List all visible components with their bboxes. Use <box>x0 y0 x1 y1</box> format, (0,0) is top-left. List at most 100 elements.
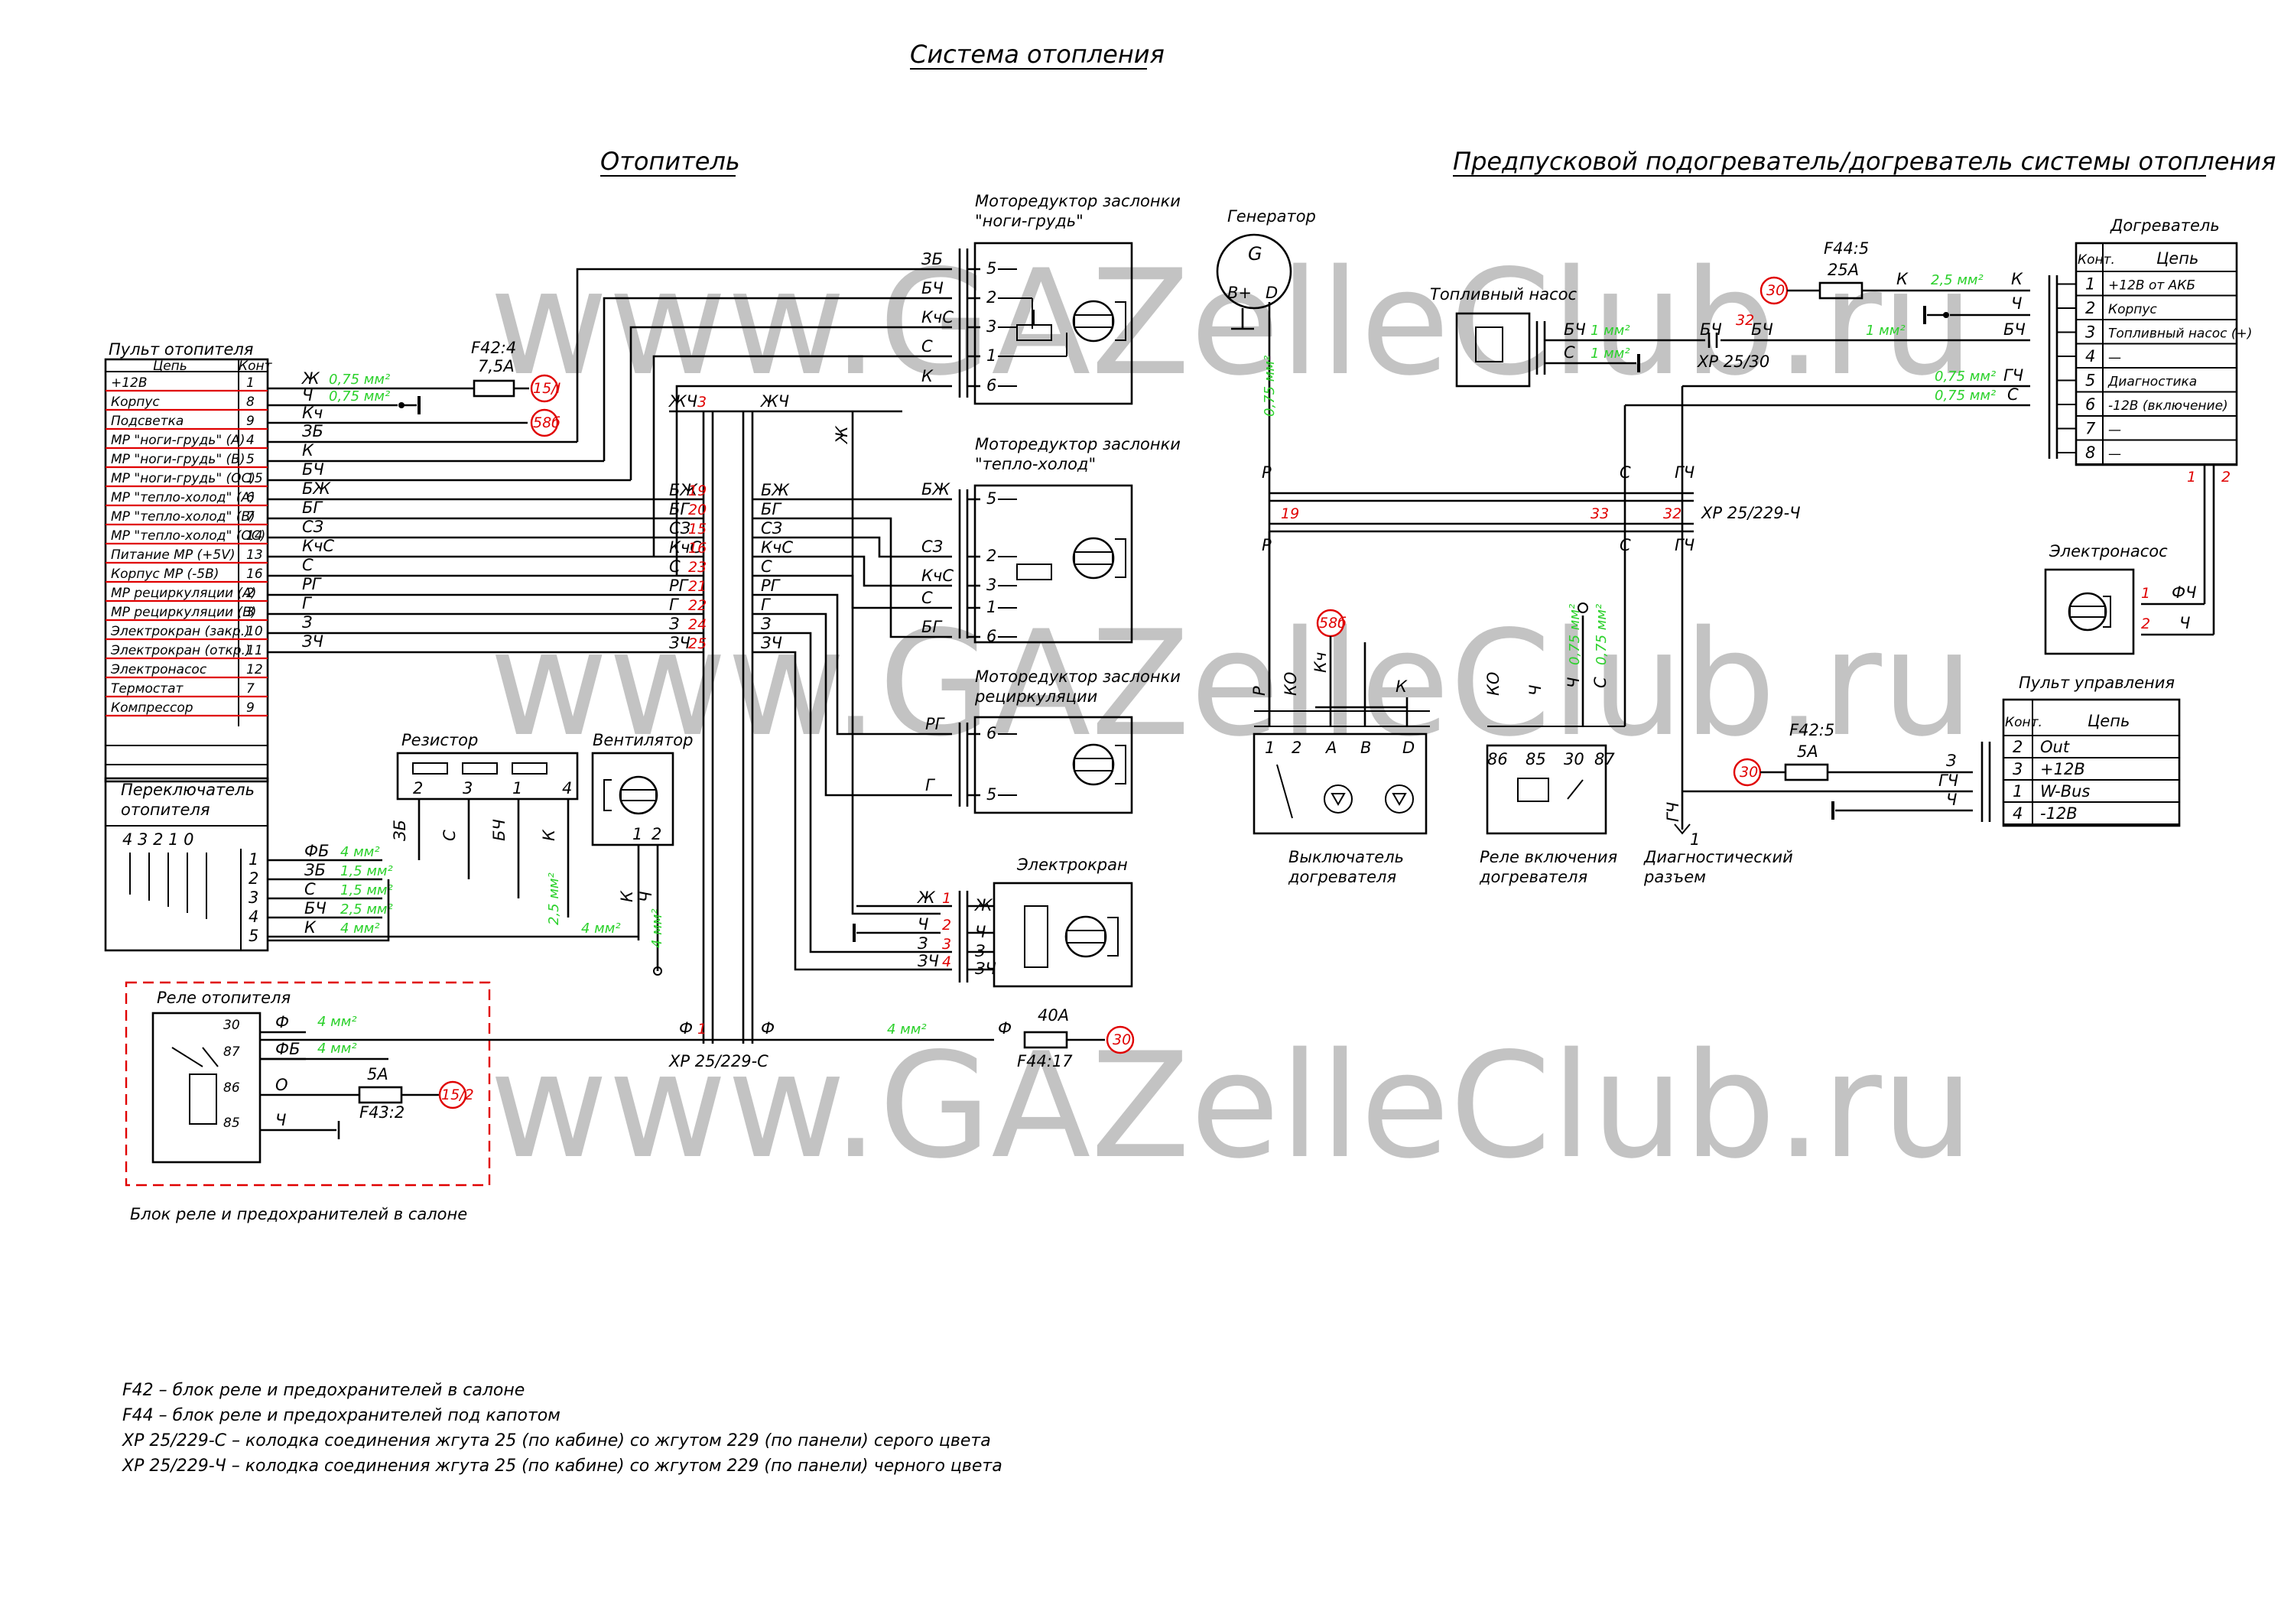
relay2-size-1: 0,75 мм² <box>1567 604 1583 665</box>
cp-row-label: МР "тепло-холод" (А) <box>111 490 255 505</box>
term-15-1: 15/I <box>533 380 561 397</box>
sw-wire-r: Р <box>1250 686 1269 696</box>
sw-wire-k: К <box>1396 677 1408 696</box>
trunk-right-label: СЗ <box>761 519 782 538</box>
main-feed-wire-left: Ф <box>679 1019 693 1038</box>
resistor-pin: 3 <box>463 779 473 797</box>
cu-row-pin: 1 <box>2013 782 2023 801</box>
wire-k: К <box>302 441 314 460</box>
cp-row-pin: 8 <box>246 395 255 410</box>
trunk-left-label: БЖ <box>669 481 698 499</box>
dog-wire-k2: К <box>2011 270 2023 288</box>
cp-row-pin: 9 <box>246 414 255 429</box>
fan-pin: 1 <box>632 825 642 843</box>
cp-row-pin: 9 <box>246 700 255 716</box>
xp-ch-wire-gch-bottom: ГЧ <box>1675 536 1695 554</box>
epump-wire-ch: Ч <box>2179 614 2190 632</box>
cp-row-pin: 4 <box>246 433 255 448</box>
relay-fuse-rating: 5А <box>367 1065 388 1083</box>
valve-pin-left: 2 <box>942 917 951 934</box>
motor1-subtitle: "ноги-грудь" <box>975 212 1084 230</box>
dog-row-pin: 8 <box>2085 443 2095 462</box>
trunk-pin: 21 <box>688 578 707 595</box>
dog-row-label: Корпус <box>2108 302 2157 317</box>
motor-pin: 6 <box>986 627 996 645</box>
relay-size-1: 4 мм² <box>317 1014 357 1030</box>
dog-row-pin: 7 <box>2085 420 2096 438</box>
watermark-2: www.GAZelleClub.ru <box>489 599 1974 768</box>
valve-wire: З <box>918 934 928 953</box>
sw-wire-kch: Кч <box>1311 652 1330 673</box>
trunk-left-label: З <box>669 615 679 633</box>
dog-row-label: +12В от АКБ <box>2108 278 2195 294</box>
control-panel-col-circuit: Цепь <box>153 359 187 374</box>
fuel-size-2: 1 мм² <box>1591 346 1630 362</box>
cu-wire-ch: Ч <box>1946 791 1957 809</box>
xp-ch-pin-33: 33 <box>1591 505 1609 522</box>
switch-wire-label: БЧ <box>304 899 327 918</box>
motor-wire-label: С <box>921 589 933 607</box>
xp-ch-wire-s-top: С <box>1620 463 1631 482</box>
cu-title: Пульт управления <box>2019 674 2175 692</box>
relay2-title-2: догревателя <box>1479 868 1587 886</box>
relay2-wire-ch: Ч <box>1526 685 1545 696</box>
valve-wire: Ж <box>916 888 936 907</box>
cp-row-pin: 16 <box>246 567 263 582</box>
motor2-subtitle: "тепло-холод" <box>975 455 1096 473</box>
diagnostic-connector: ГЧ 1 Диагностический разъем <box>1643 788 1793 886</box>
dog-wire-k: К <box>1896 270 1909 288</box>
relay2-size-2: 0,75 мм² <box>1594 604 1610 665</box>
resistor-size: 2,5 мм² <box>546 872 562 925</box>
cp-row-pin: 2 <box>246 586 255 601</box>
relay2-wire-ko: КО <box>1484 672 1503 696</box>
fuel-wire-bch: БЧ <box>1564 320 1586 339</box>
dog-title: Догреватель <box>2110 216 2220 235</box>
wire-kchs: КчС <box>302 537 334 555</box>
trunk-right-label: КчС <box>761 538 793 557</box>
control-panel-col-contact: Конт <box>239 359 273 374</box>
generator-size: 0,75 мм² <box>1262 356 1278 417</box>
relay-pin: 86 <box>223 1080 240 1096</box>
motor2-title: Моторедуктор заслонки <box>975 435 1181 453</box>
motor-wire-label: БЖ <box>921 480 950 499</box>
relay2-pin: 85 <box>1526 750 1546 768</box>
wire-rg: РГ <box>302 575 323 593</box>
cp-row-label: +12В <box>111 375 148 391</box>
cp-row-pin: 7 <box>246 509 255 525</box>
wire-z: З <box>302 613 312 632</box>
trunk-pin: 22 <box>688 597 707 614</box>
switch-pin: 5 <box>249 927 258 945</box>
section-heater-title: Отопитель <box>600 147 740 176</box>
cp-row-pin: 13 <box>246 547 263 563</box>
trunk-right-label: БГ <box>761 500 782 518</box>
trunk-label: ХР 25/229-С <box>668 1052 768 1070</box>
control-panel-title: Пульт отопителя <box>109 340 253 359</box>
motor-pin: 5 <box>986 489 996 508</box>
diag-title-1: Диагностический <box>1643 848 1793 866</box>
page-title: Система отопления <box>910 40 1165 69</box>
trunk-right-label: ЗЧ <box>761 634 782 652</box>
trunk-vertical-wire: Ж <box>833 425 851 445</box>
term-58b-right: 58б <box>1319 615 1347 632</box>
motor1-title: Моторедуктор заслонки <box>975 192 1181 210</box>
dog-size-1: 2,5 мм² <box>1931 272 1984 288</box>
term-30-main: 30 <box>1113 1031 1131 1048</box>
motor-pin: 6 <box>986 376 996 395</box>
wire-bch: БЧ <box>302 460 324 479</box>
cp-row-pin: 12 <box>246 662 263 677</box>
fan-pin: 2 <box>651 825 661 843</box>
motor-pin: 5 <box>986 259 996 278</box>
main-fuse-name: F44:17 <box>1017 1052 1073 1070</box>
cu-row-label: -12В <box>2040 804 2078 823</box>
cu-col-circuit: Цепь <box>2088 712 2130 730</box>
cp-row-pin: 1 <box>246 375 255 391</box>
relay-wire-label: Ф <box>275 1013 289 1031</box>
fan-wire: К <box>618 890 636 902</box>
cu-fuse-name: F42:5 <box>1789 721 1834 739</box>
generator-symbol: G <box>1248 243 1262 265</box>
dog-row-pin: 5 <box>2085 372 2095 390</box>
dog-row-label: — <box>2108 350 2121 365</box>
cp-row-pin: 10 <box>246 624 263 639</box>
